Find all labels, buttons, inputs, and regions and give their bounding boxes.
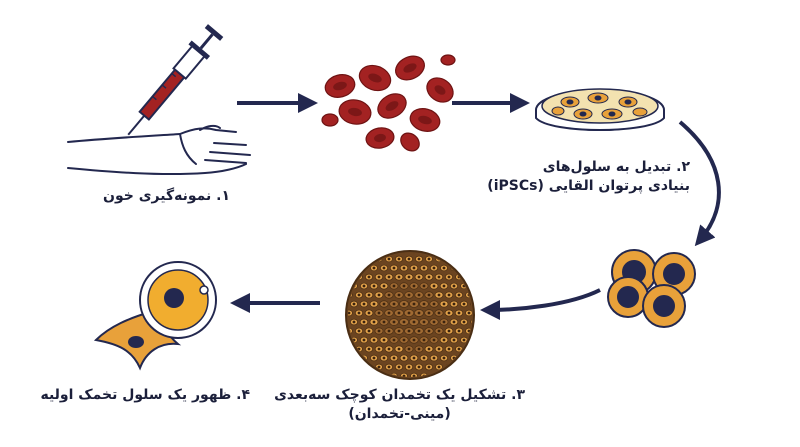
step-4-label: ۴. ظهور یک سلول تخمک اولیه bbox=[40, 386, 250, 405]
arrow-3 bbox=[678, 120, 721, 247]
stem-cells-icon bbox=[607, 249, 696, 328]
step-2-line-1: ۲. تبدیل به سلول‌های bbox=[542, 159, 690, 175]
step-1-label: ۱. نمونه‌گیری خون bbox=[103, 187, 230, 206]
arrow-4 bbox=[480, 288, 601, 320]
oocyte-cell-icon bbox=[93, 261, 217, 371]
step-3-label: ۳. تشکیل یک تخمدان کوچک سه‌بعدی (مینی-تخ… bbox=[274, 386, 525, 424]
step-3-line-2: (مینی-تخمدان) bbox=[348, 406, 451, 422]
red-blood-cells-icon bbox=[321, 54, 456, 152]
step-2-line-2: بنیادی پرتوان القایی (iPSCs) bbox=[487, 178, 690, 194]
step-3-line-1: ۳. تشکیل یک تخمدان کوچک سه‌بعدی bbox=[274, 387, 525, 403]
step-2-label: ۲. تبدیل به سلول‌های بنیادی پرتوان القای… bbox=[487, 158, 690, 196]
syringe-icon bbox=[127, 24, 224, 136]
step-4-text: ۴. ظهور یک سلول تخمک اولیه bbox=[40, 387, 250, 403]
mini-ovary-icon bbox=[345, 250, 475, 380]
petri-dish-icon bbox=[535, 88, 665, 131]
step-1-text: ۱. نمونه‌گیری خون bbox=[103, 188, 230, 204]
hand-icon bbox=[67, 124, 251, 176]
